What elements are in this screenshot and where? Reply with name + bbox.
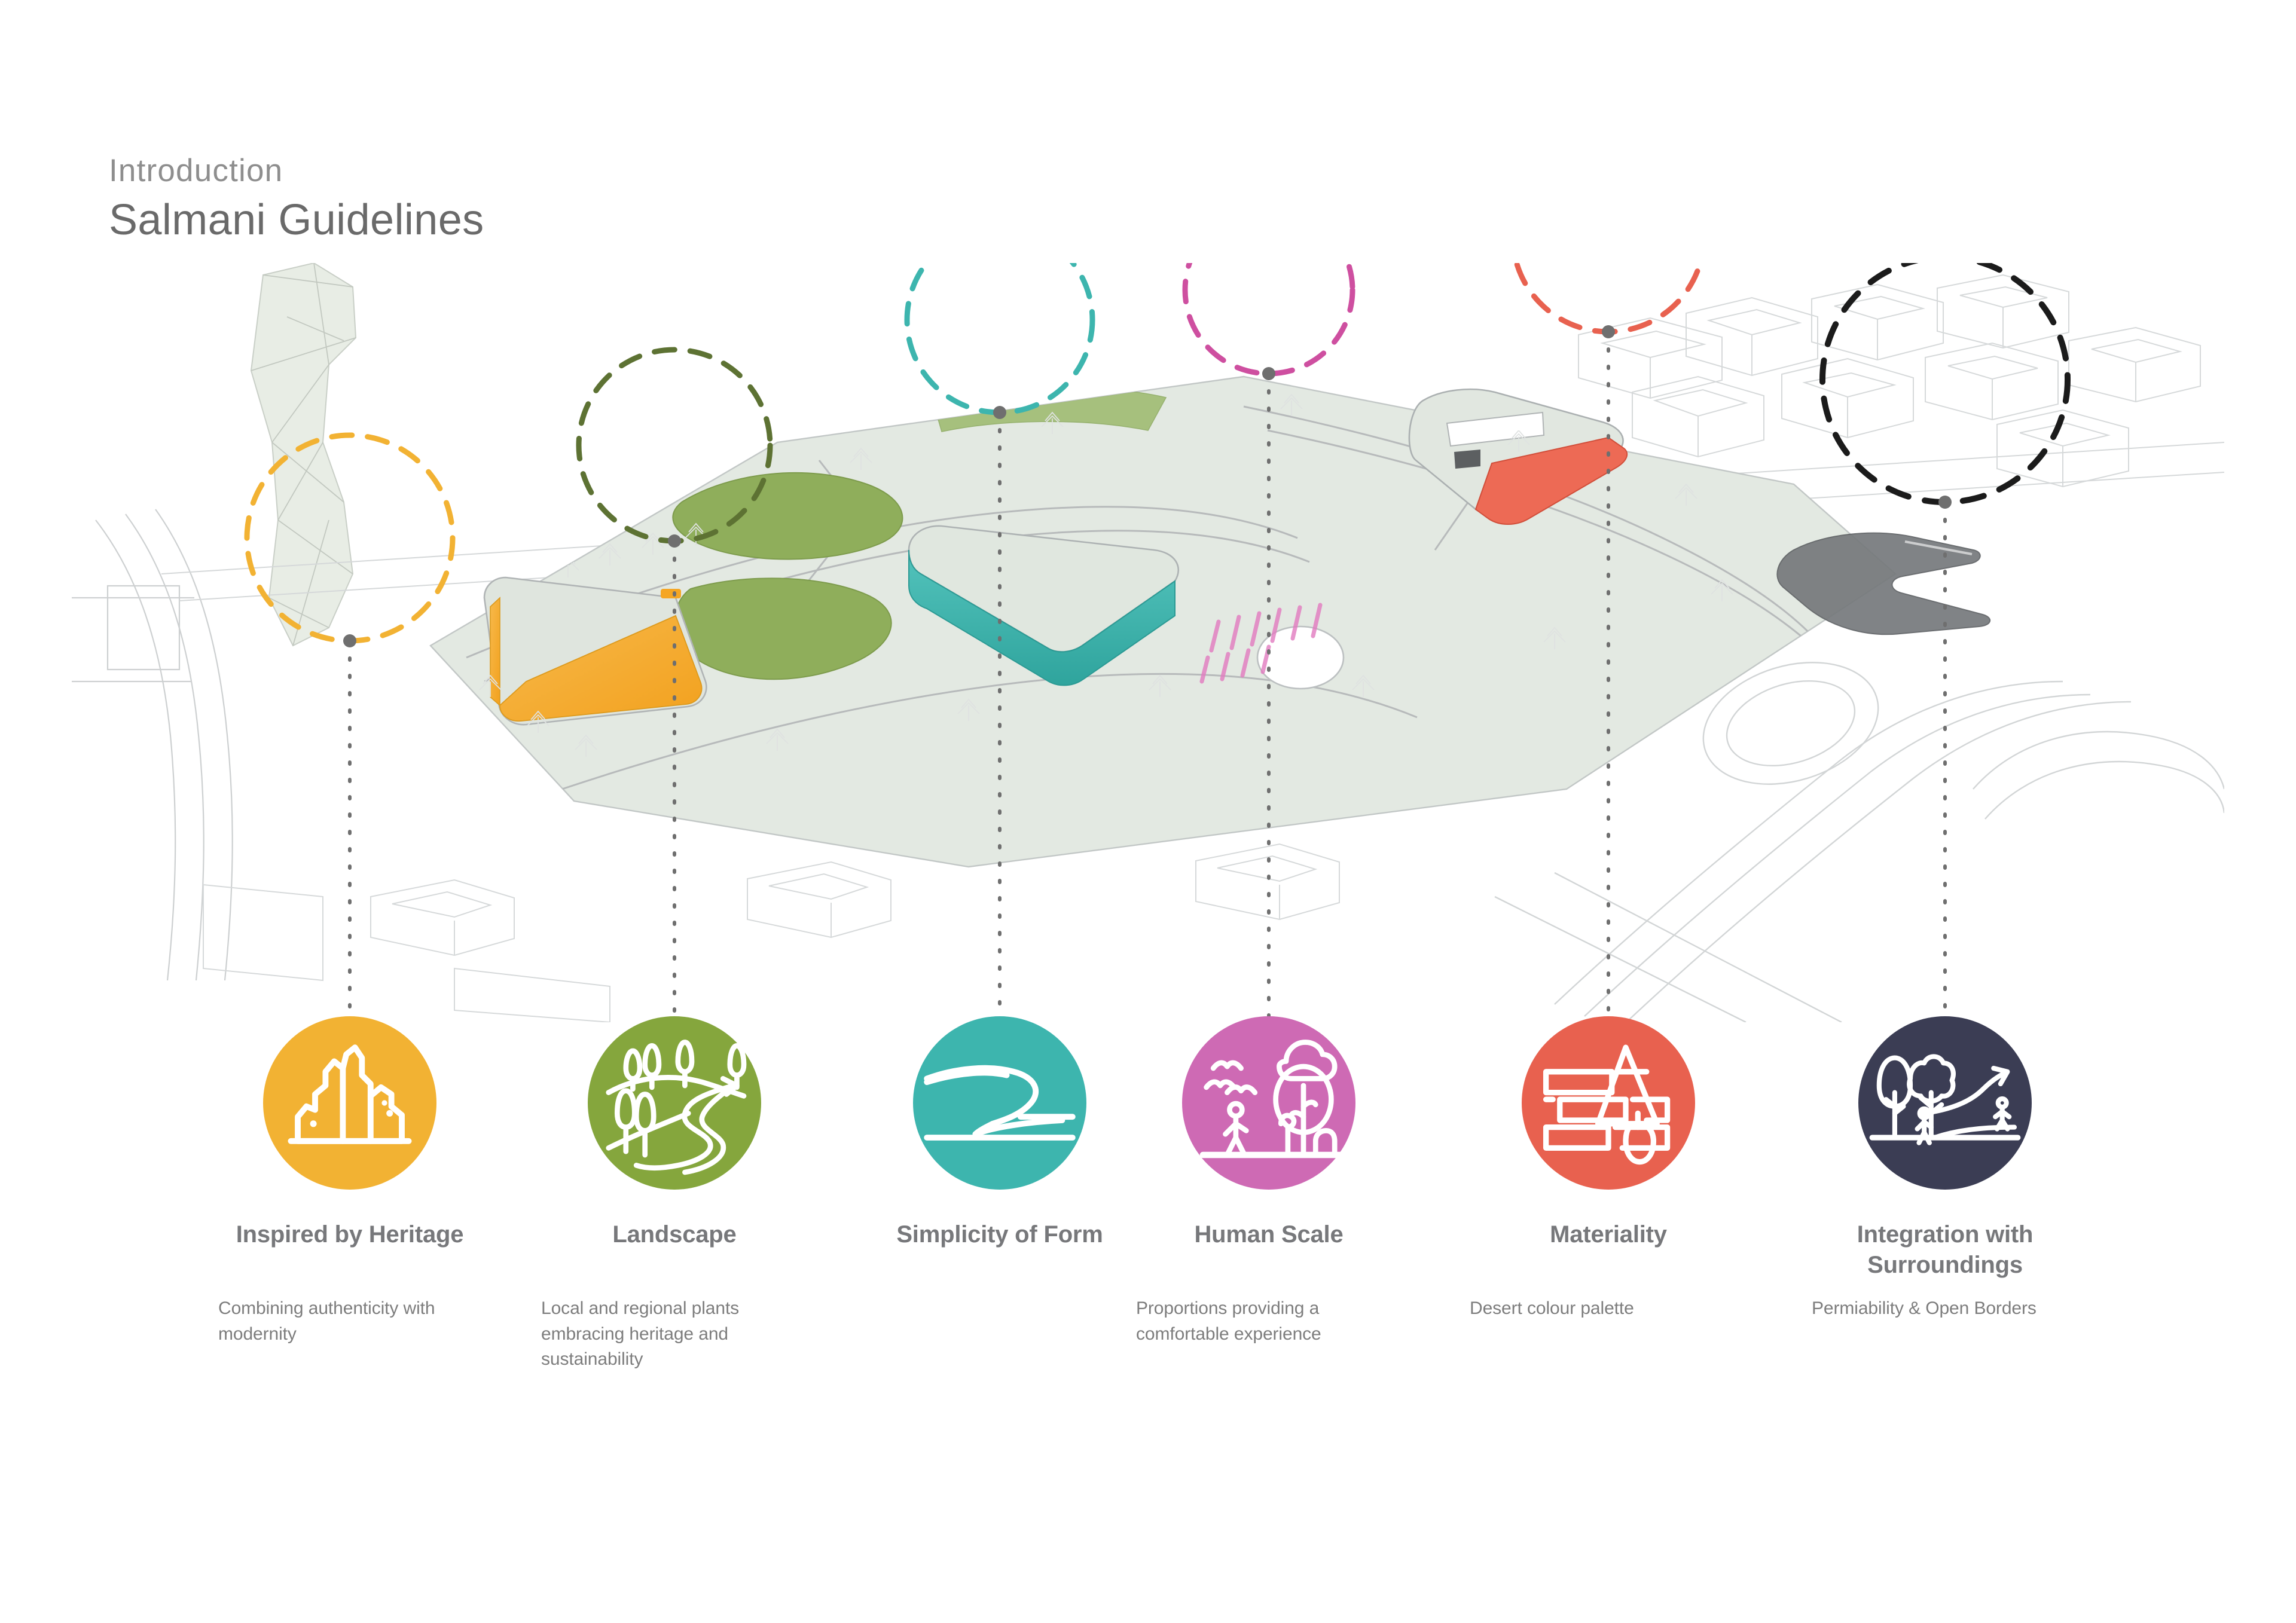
masterplan-illustration (72, 263, 2224, 1022)
label-text-simplicity: Simplicity of Form (896, 1221, 1103, 1248)
label-heritage: Inspired by Heritage (194, 1219, 505, 1250)
label-text-human-scale: Human Scale (1194, 1221, 1344, 1248)
context-roads-left (72, 509, 233, 981)
label-simplicity: Simplicity of Form (844, 1219, 1155, 1250)
caption-text-integration: Permiability & Open Borders (1812, 1298, 2037, 1318)
guideline-item-heritage[interactable] (224, 1016, 475, 1190)
brick-wall-icon[interactable] (1522, 1016, 1695, 1190)
guideline-icon-row (0, 1016, 2296, 1267)
page-title: Salmani Guidelines (109, 195, 484, 244)
guideline-item-human-scale[interactable] (1143, 1016, 1394, 1190)
label-text-materiality: Materiality (1550, 1221, 1667, 1248)
human-scale-plaza-hatch (1199, 603, 1323, 684)
caption-text-materiality: Desert colour palette (1470, 1298, 1634, 1318)
masterplan-svg (72, 263, 2224, 1022)
label-human-scale: Human Scale (1113, 1219, 1424, 1250)
caption-heritage: Combining authenticity with modernity (218, 1296, 499, 1347)
label-materiality: Materiality (1453, 1219, 1764, 1250)
eyebrow-label: Introduction (109, 153, 283, 188)
integration-path-highlight (1776, 532, 1990, 635)
context-blocks-bottom (203, 843, 1340, 1022)
caption-text-human-scale: Proportions providing a comfortable expe… (1136, 1298, 1321, 1344)
caption-materiality: Desert colour palette (1470, 1296, 1751, 1322)
highlight-circle-materiality (1513, 263, 1703, 335)
guideline-item-landscape[interactable] (549, 1016, 800, 1190)
mountain-heritage-icon[interactable] (263, 1016, 436, 1190)
guideline-item-integration[interactable] (1819, 1016, 2071, 1190)
simplicity-volume-highlight (908, 525, 1179, 686)
caption-text-heritage: Combining authenticity with modernity (218, 1298, 435, 1344)
guideline-item-simplicity[interactable] (874, 1016, 1125, 1190)
caption-integration: Permiability & Open Borders (1812, 1296, 2093, 1322)
caption-landscape: Local and regional plants embracing heri… (541, 1296, 822, 1373)
faceted-landform (250, 263, 357, 647)
label-text-landscape: Landscape (612, 1221, 737, 1248)
page-header: Introduction Salmani Guidelines (109, 154, 946, 244)
leader-lines (348, 330, 1947, 1022)
caption-text-landscape: Local and regional plants embracing heri… (541, 1298, 740, 1370)
trees-path-icon[interactable] (588, 1016, 761, 1190)
guideline-item-materiality[interactable] (1483, 1016, 1734, 1190)
heritage-building-highlight (483, 576, 707, 726)
highlight-circle-integration (1819, 263, 2071, 505)
trees-people-path-icon[interactable] (1858, 1016, 2032, 1190)
context-roads-lower-right (1494, 662, 2224, 1022)
label-integration: Integration with Surroundings (1808, 1219, 2083, 1280)
label-landscape: Landscape (519, 1219, 830, 1250)
label-text-heritage: Inspired by Heritage (236, 1221, 464, 1248)
curved-form-icon[interactable] (913, 1016, 1086, 1190)
highlight-circle-simplicity (904, 263, 1095, 415)
materiality-facade-highlight (1408, 388, 1628, 525)
label-text-integration: Integration with Surroundings (1857, 1221, 2034, 1279)
person-tree-cloud-icon[interactable] (1182, 1016, 1355, 1190)
caption-human-scale: Proportions providing a comfortable expe… (1136, 1296, 1417, 1347)
highlight-circle-human-scale (1182, 263, 1355, 377)
leader-anchor-dots (343, 325, 1952, 647)
